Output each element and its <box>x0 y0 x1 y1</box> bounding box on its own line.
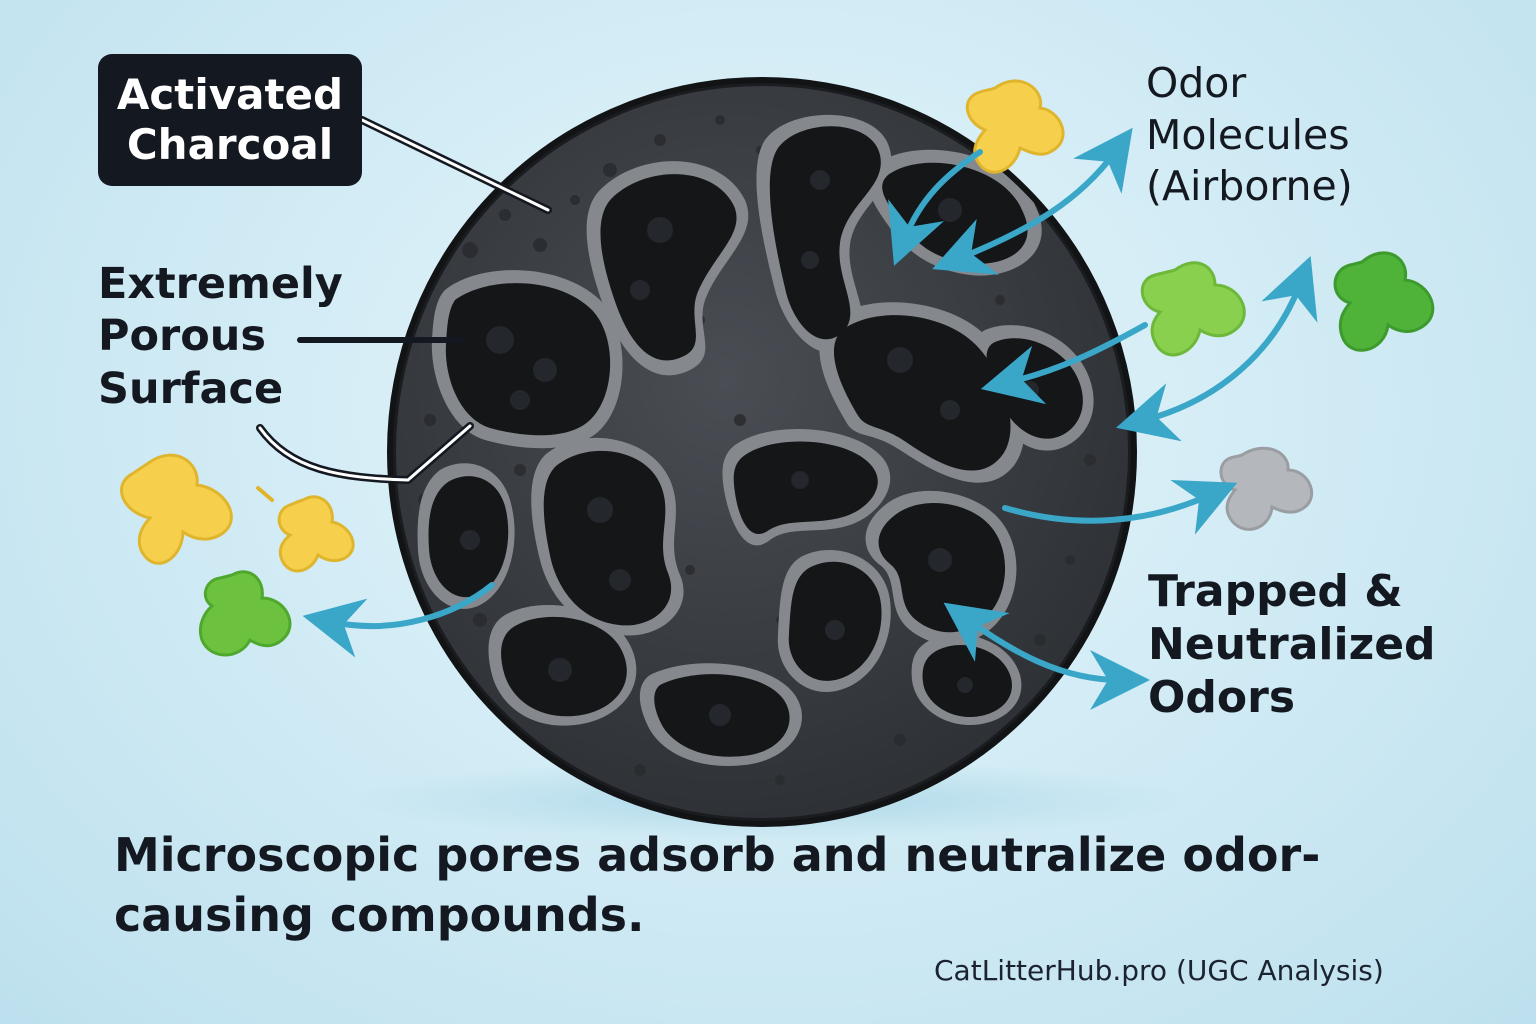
trapped-label-line-2: Neutralized <box>1148 618 1436 670</box>
arrow-trapped <box>943 602 1150 710</box>
trapped-label-line-1: Trapped & <box>1148 566 1403 617</box>
diagram-caption: Microscopic pores adsorb and neutralize … <box>114 828 1321 942</box>
arrow-to-gray <box>1002 479 1238 535</box>
odor-label-line-3: (Airborne) <box>1146 162 1353 211</box>
source-credit: CatLitterHub.pro (UGC Analysis) <box>934 954 1384 987</box>
surface-label-line-1: Extremely <box>98 259 343 309</box>
activated-charcoal-label: Activated Charcoal <box>98 54 362 186</box>
molecule-darkgreen-right <box>1333 251 1435 352</box>
molecule-yellow-top <box>965 79 1065 174</box>
molecule-green-right <box>1140 261 1246 357</box>
molecule-yellow-left-1 <box>120 453 233 565</box>
molecule-green-left <box>198 570 292 657</box>
leader-lines <box>256 116 552 484</box>
molecule-fragment <box>256 486 274 502</box>
charcoal-label-line-2: Charcoal <box>126 120 334 169</box>
surface-label-line-3: Surface <box>98 363 284 414</box>
arrow-out-left <box>302 582 495 658</box>
odor-molecules-label: Odor Molecules (Airborne) <box>1146 58 1353 213</box>
arrow-out-top <box>932 127 1133 275</box>
molecule-gray-right <box>1219 446 1314 531</box>
adsorption-arrows <box>302 127 1318 710</box>
surface-label-line-2: Porous <box>98 311 267 362</box>
molecule-yellow-left-2 <box>277 495 355 573</box>
arrow-out-right <box>1116 255 1318 442</box>
charcoal-label-line-1: Activated <box>116 70 344 120</box>
odor-label-line-1: Odor <box>1146 59 1247 107</box>
trapped-odors-label: Trapped & Neutralized Odors <box>1148 566 1436 724</box>
trapped-label-line-3: Odors <box>1148 671 1296 723</box>
porous-surface-label: Extremely Porous Surface <box>98 258 343 415</box>
odor-label-line-2: Molecules <box>1146 110 1350 159</box>
